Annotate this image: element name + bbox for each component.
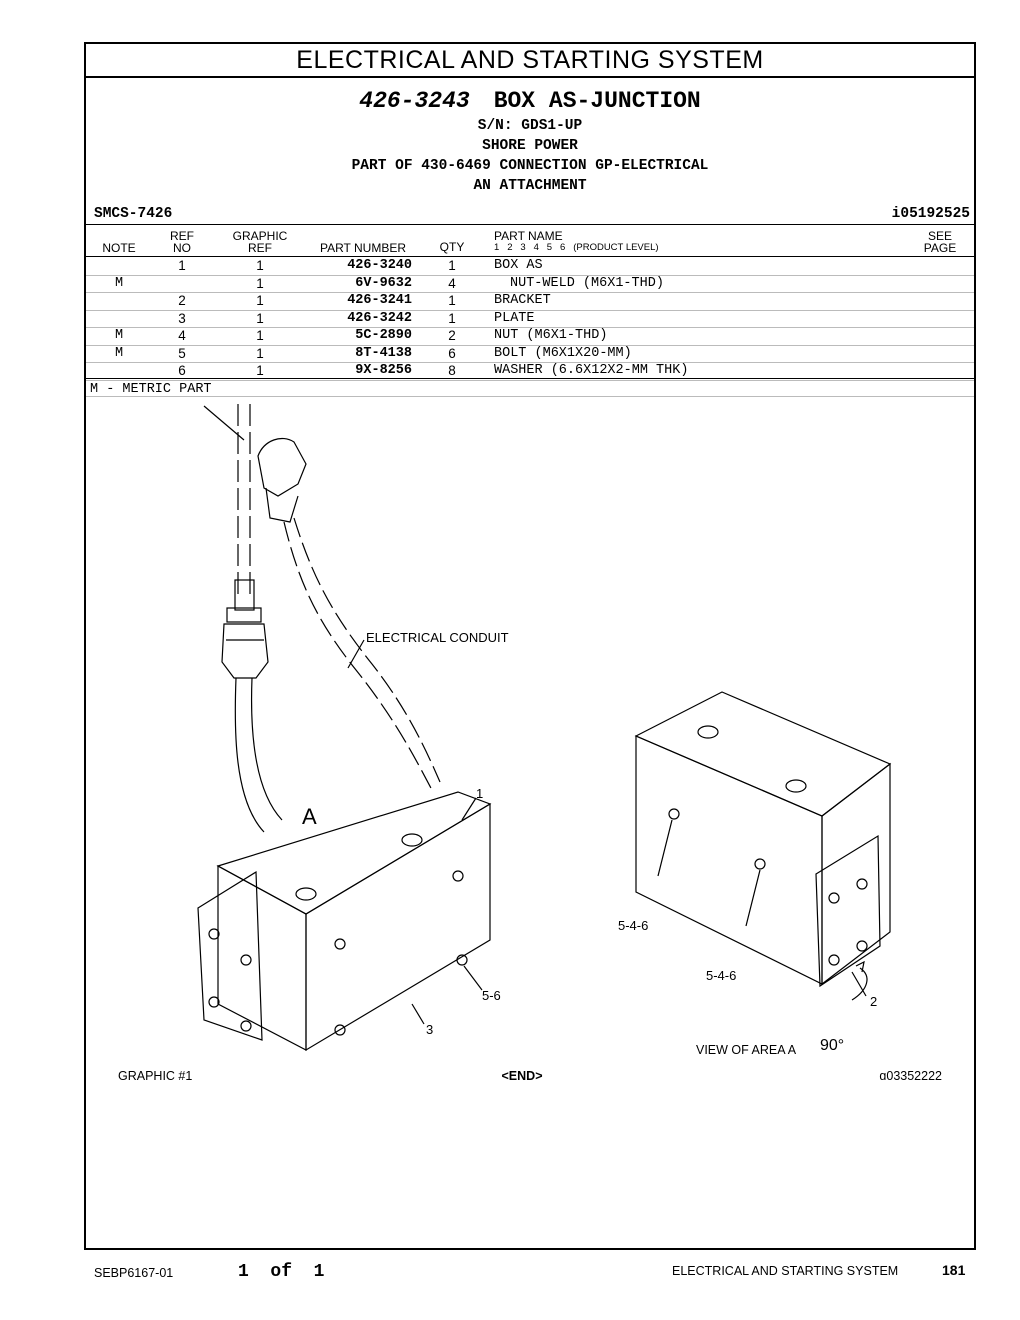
table-end-rule (86, 378, 974, 379)
row-ref: 1 (178, 258, 186, 273)
row-graphic: 1 (256, 328, 264, 343)
row-part: 426-3241 (347, 293, 412, 308)
row-divider (86, 344, 974, 346)
callout-5-6: 5-6 (482, 988, 501, 1003)
graphic-label: GRAPHIC #1 (118, 1069, 192, 1080)
callout-2: 2 (870, 994, 877, 1009)
rotation-label: 90° (820, 1037, 844, 1054)
row-ref: 3 (178, 310, 186, 326)
col-part-name: PART NAME (494, 229, 563, 243)
part-of-line: PART OF 430-6469 CONNECTION GP-ELECTRICA… (351, 158, 709, 174)
row-divider (86, 309, 974, 311)
row-qty: 4 (448, 275, 456, 291)
footer-page-of: 1 of 1 (238, 1262, 325, 1282)
col-graphic-bottom: REF (248, 241, 272, 255)
row-ref: 6 (178, 363, 186, 378)
col-see-bottom: PAGE (923, 241, 957, 255)
row-name: NUT-WELD (M6X1-THD) (510, 275, 664, 291)
row-graphic: 1 (256, 345, 264, 361)
note-rule (86, 396, 974, 397)
row-graphic: 1 (256, 258, 264, 273)
row-name: BOLT (M6X1X20-MM) (494, 345, 632, 361)
col-ref-bottom: NO (173, 241, 191, 255)
row-qty: 1 (448, 293, 456, 308)
conduit-label: ELECTRICAL CONDUIT (366, 630, 509, 645)
row-name: NUT (M6X1-THD) (494, 328, 608, 343)
row-name: WASHER (6.6X12X2-MM THK) (494, 363, 689, 378)
col-part-number: PART NUMBER (319, 241, 406, 255)
section-title: ELECTRICAL AND STARTING SYSTEM (86, 44, 974, 78)
header-rule (86, 224, 974, 225)
attachment-line: AN ATTACHMENT (473, 178, 587, 194)
assembly-heading: 426-3243 BOX AS-JUNCTION (86, 88, 974, 114)
row-divider (86, 362, 974, 363)
row-note: M (114, 328, 124, 343)
callout-1: 1 (476, 786, 483, 801)
exploded-view-drawing: ELECTRICAL CONDUIT A 1 2 3 5-6 5-4-6 5-4… (118, 404, 942, 1080)
callout-3: 3 (426, 1022, 433, 1037)
row-graphic: 1 (256, 293, 264, 308)
columns-rule (86, 256, 974, 257)
junction-box-right (634, 691, 892, 1001)
row-graphic: 1 (256, 363, 264, 378)
row-graphic: 1 (256, 310, 264, 326)
row-qty: 2 (448, 328, 456, 343)
row-note: M (114, 275, 124, 291)
row-part: 8T-4138 (355, 345, 412, 361)
row-part: 426-3240 (347, 258, 412, 273)
row-qty: 1 (448, 258, 456, 273)
serial-number: S/N: GDS1-UP (477, 118, 583, 134)
callout-5-4-6-upper: 5-4-6 (618, 918, 648, 933)
row-qty: 8 (448, 363, 456, 378)
view-of-area-label: VIEW OF AREA A (696, 1043, 797, 1057)
footer-page-number: 181 (942, 1262, 966, 1278)
curved-conduit (257, 437, 441, 791)
callout-5-4-6-lower: 5-4-6 (706, 968, 736, 983)
assembly-part-name: BOX AS-JUNCTION (493, 88, 701, 114)
col-note: NOTE (102, 241, 136, 255)
col-graphic-top: GRAPHIC (232, 229, 288, 243)
area-label: A (302, 804, 317, 829)
row-ref: 4 (178, 328, 186, 343)
col-see-top: SEE (927, 229, 952, 243)
vertical-conduit (203, 404, 283, 833)
row-ref: 5 (178, 345, 186, 361)
row-ref: 2 (178, 293, 186, 308)
row-part: 6V-9632 (355, 275, 412, 291)
illustration-id: i05192525 (891, 206, 970, 222)
row-part: 9X-8256 (355, 363, 412, 378)
graphic-id: g03352222 (879, 1069, 942, 1080)
row-name: BOX AS (494, 258, 543, 273)
row-divider (86, 292, 974, 293)
assembly-part-number: 426-3243 (359, 88, 470, 114)
col-product-level: 1 2 3 4 5 6 (PRODUCT LEVEL) (494, 242, 659, 253)
row-divider (86, 274, 974, 276)
row-graphic: 1 (256, 275, 264, 291)
footer-section: ELECTRICAL AND STARTING SYSTEM (672, 1264, 899, 1278)
row-qty: 6 (448, 345, 456, 361)
row-part: 5C-2890 (355, 328, 412, 343)
end-label: <END> (502, 1069, 543, 1080)
row-name: BRACKET (494, 293, 551, 308)
row-note: M (114, 345, 124, 361)
row-qty: 1 (448, 310, 456, 326)
junction-box-left (197, 791, 492, 1052)
smcs-code: SMCS-7426 (94, 206, 173, 222)
metric-note: M - METRIC PART (90, 382, 212, 397)
subtitle: SHORE POWER (482, 138, 578, 154)
col-qty: QTY (439, 240, 465, 254)
row-name: PLATE (494, 310, 535, 326)
row-divider (86, 379, 974, 381)
row-divider (86, 327, 974, 328)
row-part: 426-3242 (347, 310, 412, 326)
col-ref-top: REF (170, 229, 194, 243)
footer-doc-id: SEBP6167-01 (94, 1266, 174, 1280)
